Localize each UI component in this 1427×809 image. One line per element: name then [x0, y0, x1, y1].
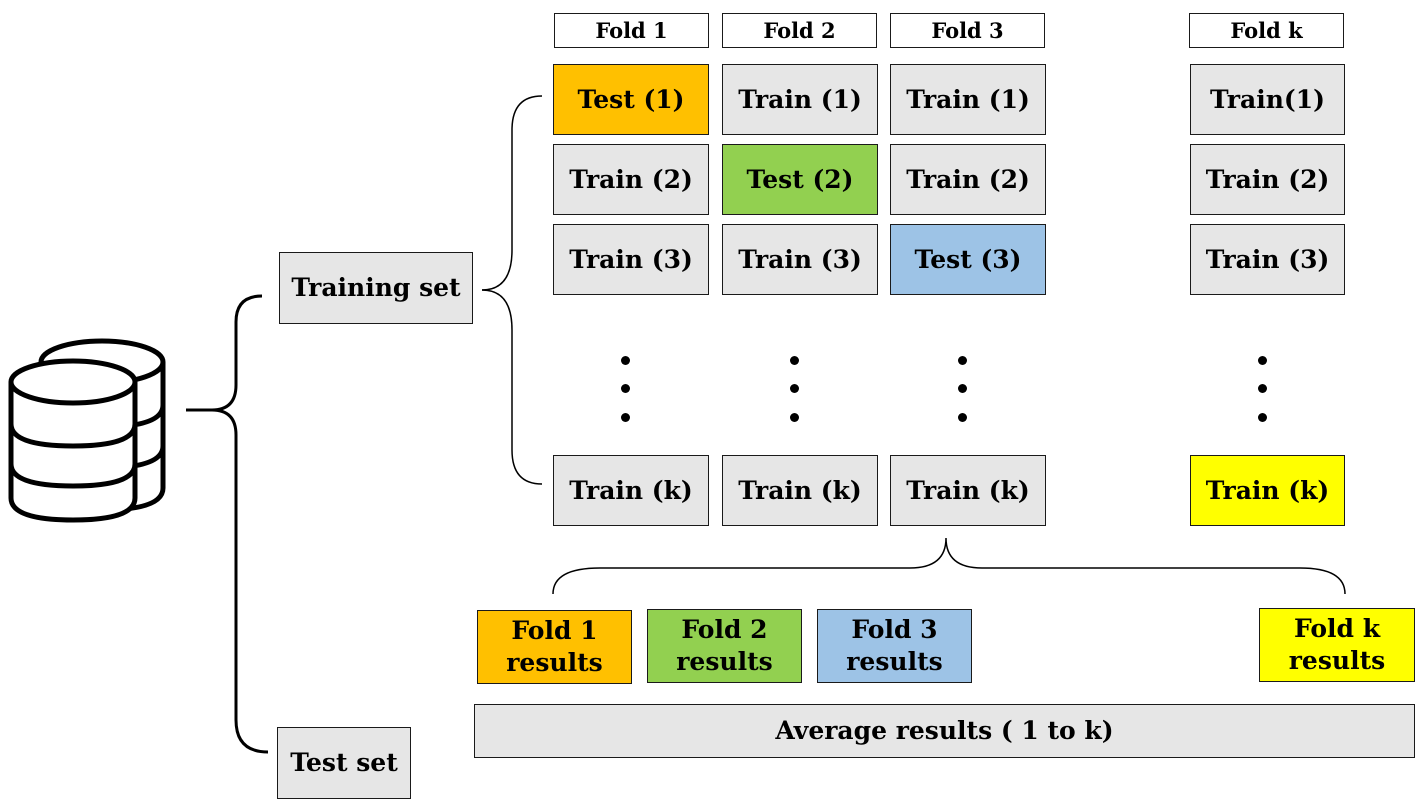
- fold-cell-train: Train (2): [1190, 144, 1345, 215]
- database-stack-icon: [8, 338, 166, 523]
- fold-header: Fold 3: [890, 13, 1045, 48]
- fold-result-box: Fold k results: [1259, 608, 1415, 682]
- fold-cell-test: Test (2): [722, 144, 878, 215]
- fold-cell-train: Train (k): [890, 455, 1046, 526]
- fold-cell-train: Train (2): [553, 144, 709, 215]
- fold-header: Fold 2: [722, 13, 877, 48]
- fold-result-subtitle: results: [846, 647, 943, 676]
- fold-cell-train: Train (3): [553, 224, 709, 295]
- results-brace: [552, 537, 1346, 595]
- fold-cell-test: Test (1): [553, 64, 709, 135]
- training-set-brace: [481, 95, 543, 291]
- ellipsis-icon: [1256, 356, 1270, 428]
- dataset-split-brace: [186, 294, 263, 412]
- fold-header: Fold 1: [554, 13, 709, 48]
- fold-cell-train: Train (1): [722, 64, 878, 135]
- fold-result-box: Fold 1 results: [477, 610, 632, 684]
- fold-result-subtitle: results: [506, 648, 603, 677]
- fold-cell-train: Train(1): [1190, 64, 1345, 135]
- fold-cell-train: Train (3): [722, 224, 878, 295]
- dataset-split-brace-lower: [211, 408, 269, 754]
- fold-cell-train: Train (2): [890, 144, 1046, 215]
- fold-result-subtitle: results: [1288, 646, 1386, 675]
- ellipsis-icon: [956, 356, 970, 428]
- fold-cell-train: Train (k): [722, 455, 878, 526]
- fold-result-title: Fold 1: [511, 615, 598, 645]
- average-results-bar: Average results ( 1 to k): [474, 704, 1415, 758]
- fold-result-box: Fold 3 results: [817, 609, 972, 683]
- test-set-box: Test set: [277, 727, 411, 799]
- fold-header: Fold k: [1189, 13, 1344, 48]
- fold-cell-train: Train (1): [890, 64, 1046, 135]
- fold-cell-test: Train (k): [1190, 455, 1345, 526]
- ellipsis-icon: [619, 356, 633, 428]
- fold-result-title: Fold 3: [851, 614, 938, 644]
- fold-cell-test: Test (3): [890, 224, 1046, 295]
- training-set-brace-lower: [481, 289, 543, 485]
- training-set-box: Training set: [279, 252, 473, 324]
- fold-cell-train: Train (k): [553, 455, 709, 526]
- fold-result-box: Fold 2 results: [647, 609, 802, 683]
- fold-result-title: Fold 2: [681, 614, 768, 644]
- fold-result-subtitle: results: [676, 647, 773, 676]
- fold-result-title: Fold k: [1293, 613, 1381, 643]
- ellipsis-icon: [788, 356, 802, 428]
- fold-cell-train: Train (3): [1190, 224, 1345, 295]
